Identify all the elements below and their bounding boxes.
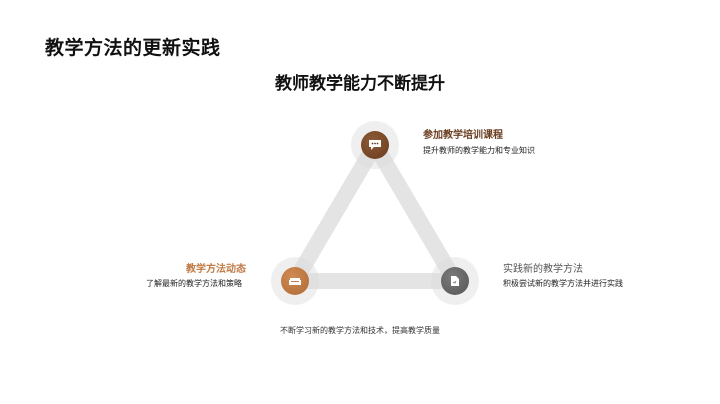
node-top[interactable] xyxy=(361,131,389,159)
footer-caption: 不断学习新的教学方法和技术，提高教学质量 xyxy=(280,326,440,335)
diagram-subtitle: 教师教学能力不断提升 xyxy=(275,74,445,94)
document-icon xyxy=(451,276,459,286)
node-top-desc: 提升教师的教学能力和专业知识 xyxy=(423,146,535,155)
chat-bubble-icon xyxy=(369,140,381,150)
node-left-title: 教学方法动态 xyxy=(186,264,246,275)
page-title: 教学方法的更新实践 xyxy=(45,37,221,59)
node-top-title: 参加教学培训课程 xyxy=(423,130,503,141)
node-right[interactable] xyxy=(441,267,469,295)
node-left[interactable] xyxy=(281,267,309,295)
node-left-desc: 了解最新的教学方法和策略 xyxy=(146,279,242,288)
node-right-desc: 积极尝试新的教学方法并进行实践 xyxy=(503,279,623,288)
sofa-icon xyxy=(289,278,301,285)
node-right-title: 实践新的教学方法 xyxy=(503,264,583,275)
